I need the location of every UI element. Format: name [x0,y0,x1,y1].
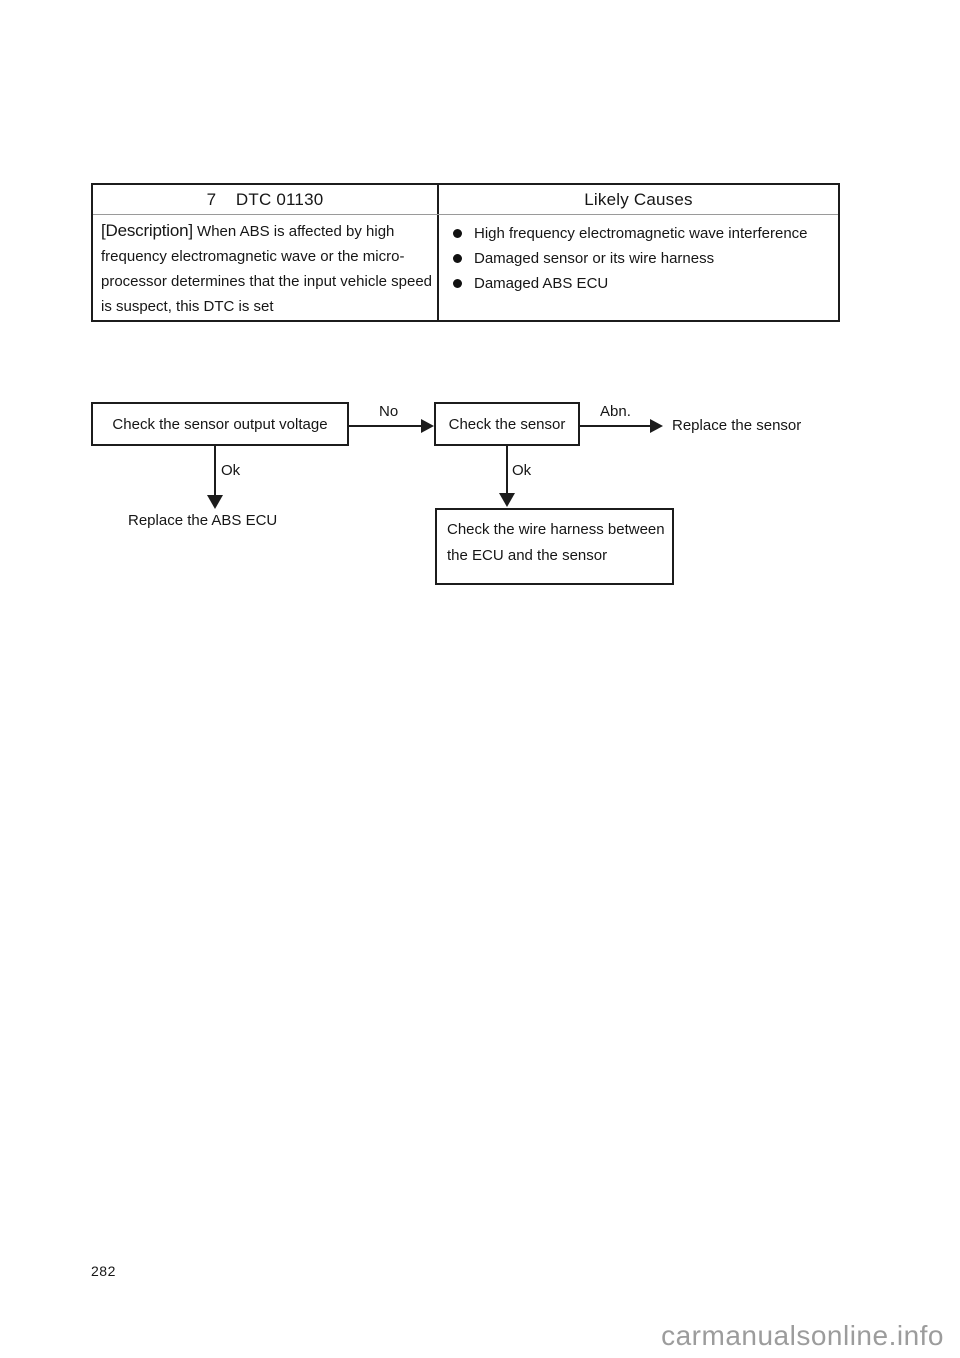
likely-causes-list: High frequency electromagnetic wave inte… [451,221,832,296]
watermark-text: carmanualsonline.info [661,1320,944,1351]
table-column-divider [437,185,439,320]
connector-no-line [349,425,423,427]
connector-ok-left-line [214,446,216,496]
page-number: 282 [91,1263,116,1279]
bullet-icon [453,254,462,263]
cause-text: High frequency electromagnetic wave inte… [474,225,808,242]
arrowhead-down-icon [207,495,223,509]
label-no: No [379,403,399,420]
connector-ok-right-line [506,446,508,494]
check-harness-line1: Check the wire harness between [447,521,665,538]
label-abn: Abn. [600,403,631,420]
label-ok-right: Ok [512,462,532,479]
bullet-icon [453,279,462,288]
arrowhead-right-icon [650,419,663,433]
description-label: [Description] [101,221,193,240]
likely-causes-header: Likely Causes [584,189,693,209]
arrowhead-right-icon [421,419,434,433]
connector-abn-line [580,425,652,427]
arrowhead-down-icon [499,493,515,507]
dtc-description-cell: [Description] When ABS is affected by hi… [101,218,435,319]
list-item: Damaged ABS ECU [451,271,832,296]
flowchart-step-check-sensor: Check the sensor [434,402,580,446]
list-item: Damaged sensor or its wire harness [451,246,832,271]
label-ok-left: Ok [221,462,241,479]
flowchart-step-check-voltage: Check the sensor output voltage [91,402,349,446]
description-text: When ABS is affected by high frequency e… [101,223,433,315]
check-harness-line2: the ECU and the sensor [447,547,608,564]
result-replace-sensor: Replace the sensor [672,417,802,434]
dtc-code-header: 7 DTC 01130 [206,189,324,209]
cause-text: Damaged sensor or its wire harness [474,250,715,267]
list-item: High frequency electromagnetic wave inte… [451,221,832,246]
table-header-separator [93,214,838,215]
cause-text: Damaged ABS ECU [474,275,609,292]
result-replace-abs-ecu: Replace the ABS ECU [128,512,278,529]
dtc-table: 7 DTC 01130 Likely Causes [Description] … [91,183,840,322]
bullet-icon [453,229,462,238]
flowchart-step-check-harness: Check the wire harness between the ECU a… [435,508,674,585]
